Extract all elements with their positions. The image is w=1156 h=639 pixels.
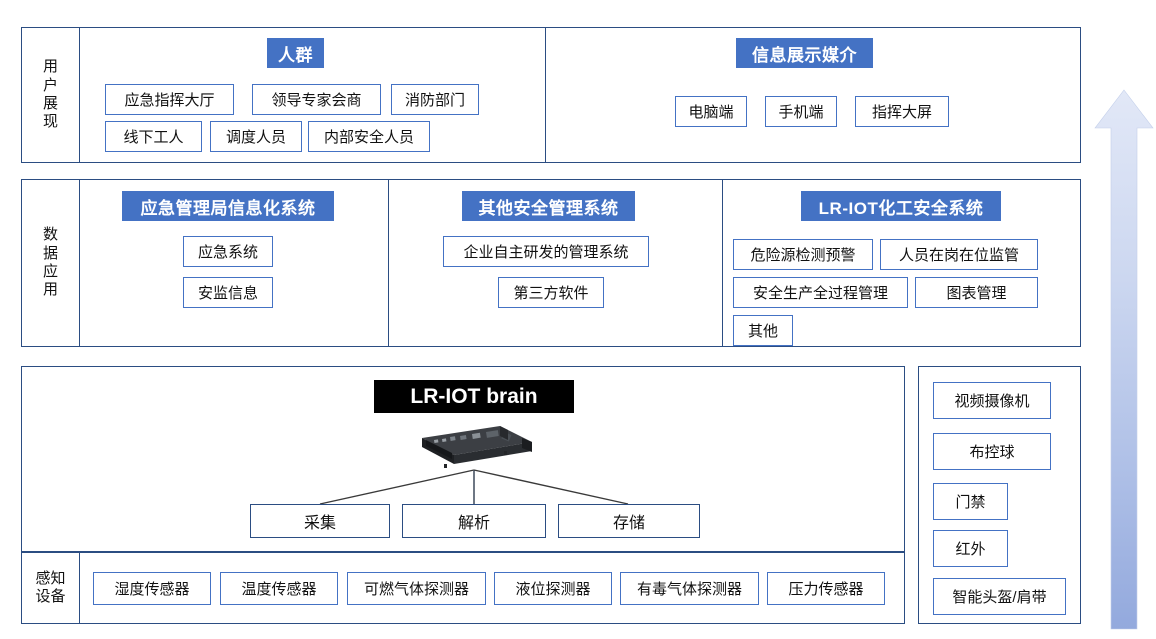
sensor-temperature[interactable]: 温度传感器 <box>220 572 338 605</box>
band-label-char: 用 <box>42 58 58 76</box>
node-collect[interactable]: 采集 <box>250 504 390 538</box>
sensor-combustible-gas-detector[interactable]: 可燃气体探测器 <box>347 572 486 605</box>
chip-lriot-brain: LR-IOT brain <box>374 380 574 413</box>
item-dispatcher[interactable]: 调度人员 <box>210 121 302 152</box>
band-label-char: 据 <box>42 244 58 262</box>
band-label-char: 数 <box>42 226 58 244</box>
item-chart-management[interactable]: 图表管理 <box>915 277 1038 308</box>
device-ptz-ball[interactable]: 布控球 <box>933 433 1051 470</box>
item-pc-terminal[interactable]: 电脑端 <box>675 96 747 127</box>
chip-emergency-bureau-system: 应急管理局信息化系统 <box>122 191 334 221</box>
rack-server-icon <box>404 424 534 472</box>
item-internal-safety-staff[interactable]: 内部安全人员 <box>308 121 430 152</box>
device-access-control[interactable]: 门禁 <box>933 483 1008 520</box>
device-video-camera[interactable]: 视频摄像机 <box>933 382 1051 419</box>
item-safety-production-whole-process[interactable]: 安全生产全过程管理 <box>733 277 908 308</box>
band-divider <box>545 28 546 162</box>
band-label-char: 设备 <box>35 588 66 605</box>
sensor-toxic-gas-detector[interactable]: 有毒气体探测器 <box>620 572 759 605</box>
sensor-pressure[interactable]: 压力传感器 <box>767 572 885 605</box>
item-mobile-terminal[interactable]: 手机端 <box>765 96 837 127</box>
band-label-char: 展 <box>42 95 58 112</box>
item-offline-worker[interactable]: 线下工人 <box>105 121 202 152</box>
item-third-party-software[interactable]: 第三方软件 <box>498 277 604 308</box>
chip-display-media: 信息展示媒介 <box>736 38 873 68</box>
chip-crowd: 人群 <box>267 38 324 68</box>
band-label-char: 应 <box>42 263 58 280</box>
item-other[interactable]: 其他 <box>733 315 793 346</box>
item-leader-expert-consult[interactable]: 领导专家会商 <box>252 84 381 115</box>
band-label-char: 户 <box>42 76 58 94</box>
node-parse[interactable]: 解析 <box>402 504 546 538</box>
band-divider <box>722 180 723 346</box>
item-safety-supervision-info[interactable]: 安监信息 <box>183 277 273 308</box>
device-infrared[interactable]: 红外 <box>933 530 1008 567</box>
band-label-char: 现 <box>42 113 58 131</box>
item-hazard-source-detection-alert[interactable]: 危险源检测预警 <box>733 239 873 270</box>
upward-flow-arrow <box>1093 88 1155 631</box>
band-label-perception-devices: 感知 设备 <box>22 553 80 623</box>
item-enterprise-self-developed-system[interactable]: 企业自主研发的管理系统 <box>443 236 649 267</box>
item-emergency-command-hall[interactable]: 应急指挥大厅 <box>105 84 234 115</box>
item-fire-department[interactable]: 消防部门 <box>391 84 479 115</box>
item-emergency-system[interactable]: 应急系统 <box>183 236 273 267</box>
device-smart-helmet-strap[interactable]: 智能头盔/肩带 <box>933 578 1066 615</box>
band-label-user-presentation: 用 户 展 现 <box>22 28 80 162</box>
band-label-char: 感知 <box>35 569 66 587</box>
item-personnel-onduty-supervision[interactable]: 人员在岗在位监管 <box>880 239 1038 270</box>
sensor-humidity[interactable]: 湿度传感器 <box>93 572 211 605</box>
chip-other-safety-system: 其他安全管理系统 <box>462 191 635 221</box>
item-command-big-screen[interactable]: 指挥大屏 <box>855 96 949 127</box>
sensor-liquid-level-detector[interactable]: 液位探测器 <box>494 572 612 605</box>
band-divider <box>388 180 389 346</box>
band-label-char: 用 <box>42 281 58 299</box>
node-storage[interactable]: 存储 <box>558 504 700 538</box>
band-label-data-application: 数 据 应 用 <box>22 180 80 346</box>
chip-lriot-chemical-safety-system: LR-IOT化工安全系统 <box>801 191 1001 221</box>
